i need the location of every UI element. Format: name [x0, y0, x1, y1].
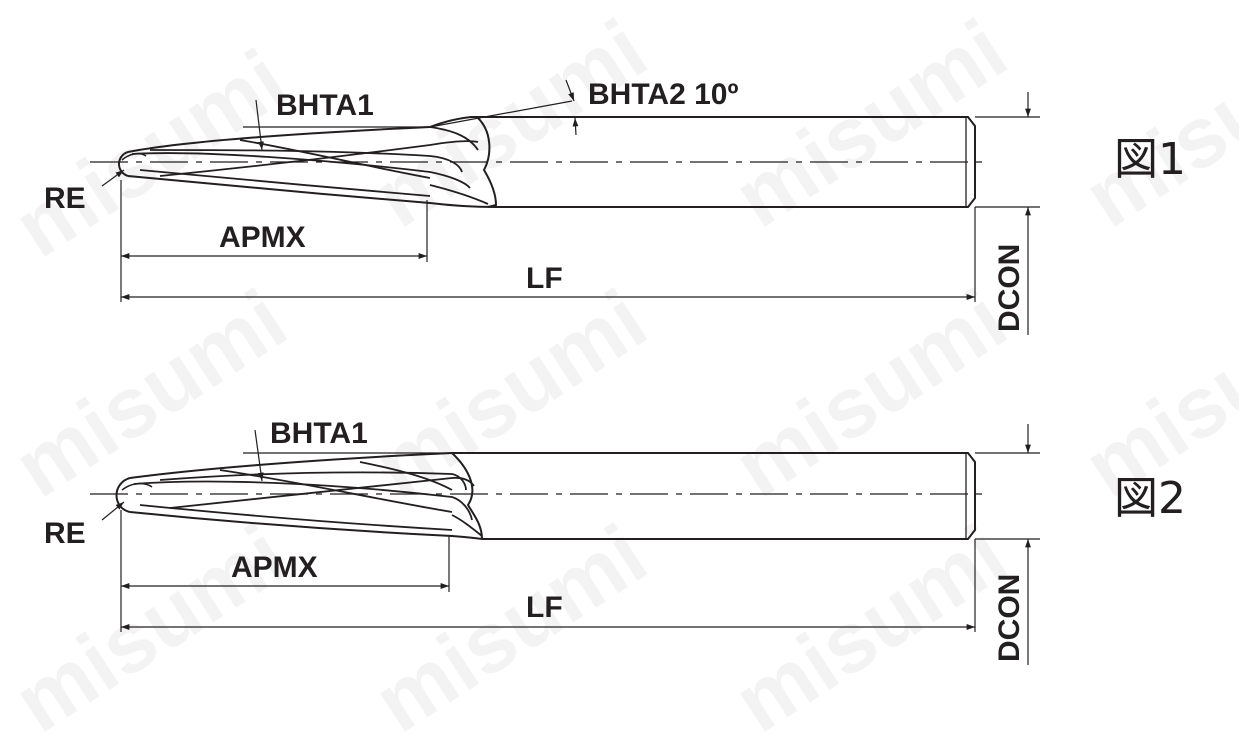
- dcon-label: DCON: [993, 244, 1026, 332]
- tool-1-dimensions: [101, 79, 1040, 335]
- watermark: misumi: [0, 271, 303, 515]
- apmx-label: APMX: [219, 221, 306, 254]
- watermark: misumi: [718, 506, 1023, 735]
- figure-1-caption: 図1: [1114, 134, 1186, 185]
- figure-2-caption: 図2: [1114, 473, 1186, 524]
- watermark: misumi: [718, 271, 1023, 515]
- watermark: misumi: [718, 1, 1023, 245]
- watermark: misumi: [358, 1, 663, 245]
- watermark: misumi: [1068, 1, 1239, 245]
- bhta2-label: BHTA2 10º: [588, 78, 738, 111]
- bhta1-label: BHTA1: [270, 417, 368, 450]
- tool-1-outline: [90, 116, 990, 208]
- re-label: RE: [44, 182, 86, 215]
- figure-1: BHTA1 BHTA2 10º RE APMX LF DCON 図1: [44, 78, 1186, 335]
- lf-label: LF: [526, 591, 563, 624]
- watermark: misumi: [358, 271, 663, 515]
- tool-2-outline: [90, 452, 990, 540]
- bhta1-label: BHTA1: [276, 89, 374, 122]
- lf-label: LF: [526, 262, 563, 295]
- dcon-label: DCON: [993, 574, 1026, 662]
- apmx-label: APMX: [231, 551, 318, 584]
- figure-2: BHTA1 RE APMX LF DCON 図2: [44, 417, 1186, 665]
- re-label: RE: [44, 517, 86, 550]
- watermark: misumi: [358, 506, 663, 735]
- tool-2-dimensions: [101, 424, 1040, 665]
